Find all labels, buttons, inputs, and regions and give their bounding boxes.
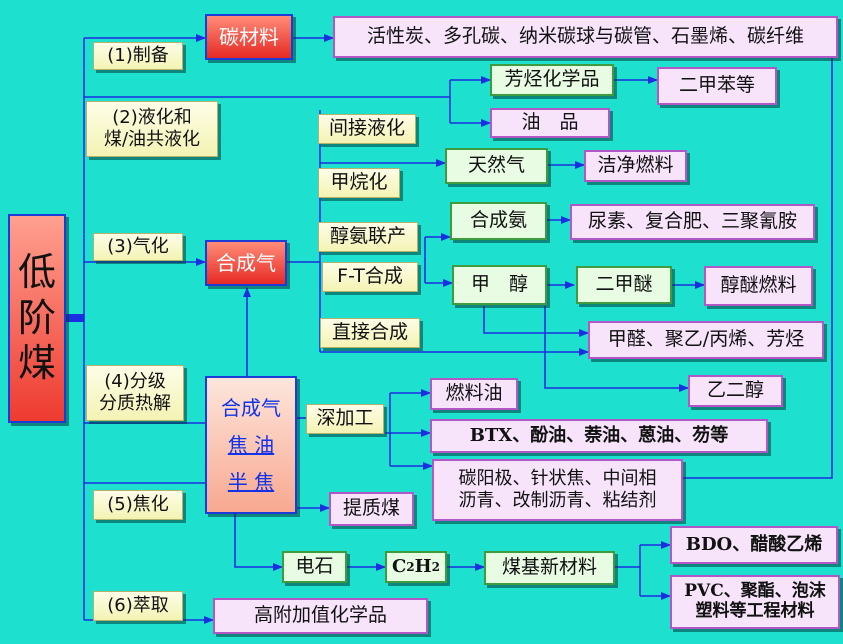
direct-synthesis-label: 直接合成 — [320, 318, 420, 348]
pvc-box: PVC、聚酯、泡沫 塑料等工程材料 — [670, 575, 840, 629]
btx-box: BTX、酚油、萘油、蒽油、芴等 — [430, 419, 768, 453]
root-char-1: 低 — [17, 250, 56, 295]
aromatic-chemicals-box: 芳烃化学品 — [490, 64, 614, 96]
high-value-chemicals-box: 高附加值化学品 — [213, 598, 428, 634]
ethylene-glycol-box: 乙二醇 — [688, 375, 783, 407]
methanation-label: 甲烷化 — [318, 168, 400, 198]
acetylene-sub-1: 2 — [406, 559, 415, 574]
formaldehyde-box: 甲醛、聚乙/丙烯、芳烃 — [588, 321, 824, 359]
syngas-box: 合成气 — [205, 240, 287, 286]
natural-gas-box: 天然气 — [445, 148, 548, 184]
root-char-2: 阶 — [17, 295, 56, 340]
pyro-syngas-text: 合成气 — [221, 395, 281, 420]
pyrolysis-products-box: 合成气 焦 油 半 焦 — [205, 376, 297, 514]
upgraded-coal-box: 提质煤 — [329, 492, 414, 526]
route-coking: (5)焦化 — [93, 490, 183, 520]
carbon-products-box: 活性炭、多孔碳、纳米碳球与碳管、石墨烯、碳纤维 — [333, 16, 838, 58]
carbon-material-box: 碳材料 — [205, 14, 293, 60]
calcium-carbide-box: 电石 — [282, 551, 347, 583]
coal-new-material-box: 煤基新材料 — [484, 551, 615, 585]
dme-box: 二甲醚 — [576, 266, 672, 304]
pyro-semicoke-text: 半 焦 — [227, 469, 275, 494]
route-preparation: (1)制备 — [93, 42, 183, 70]
low-rank-coal-box: 低 阶 煤 — [8, 214, 66, 423]
route-gasification: (3)气化 — [93, 233, 183, 261]
fuel-oil-box: 燃料油 — [430, 378, 518, 410]
clean-fuel-box: 洁净燃料 — [584, 150, 687, 182]
acetylene-h: H — [414, 555, 432, 577]
ft-synthesis-label: F-T合成 — [322, 262, 418, 292]
methanol-box: 甲 醇 — [452, 265, 547, 305]
deep-processing-label: 深加工 — [306, 404, 384, 434]
carbon-anode-box: 碳阳极、针状焦、中间相 沥青、改制沥青、粘结剂 — [432, 459, 683, 521]
route-liquefaction: (2)液化和 煤/油共液化 — [86, 101, 218, 157]
acetylene-c: C — [391, 555, 407, 577]
xylene-box: 二甲苯等 — [657, 67, 777, 105]
root-char-3: 煤 — [17, 341, 56, 386]
oil-products-box: 油 品 — [490, 108, 610, 138]
alcohol-ammonia-label: 醇氨联产 — [318, 222, 418, 252]
bdo-box: BDO、醋酸乙烯 — [670, 526, 838, 564]
route-pyrolysis: (4)分级 分质热解 — [86, 365, 184, 421]
alcohol-ether-fuel-box: 醇醚燃料 — [704, 266, 813, 306]
synthetic-ammonia-box: 合成氨 — [450, 202, 547, 240]
acetylene-sub-2: 2 — [431, 559, 441, 574]
pyro-tar-text: 焦 油 — [227, 432, 275, 457]
route-extraction: (6)萃取 — [93, 591, 183, 621]
fertilizers-box: 尿素、复合肥、三聚氰胺 — [570, 204, 815, 240]
indirect-liquefaction-label: 间接液化 — [318, 114, 416, 144]
